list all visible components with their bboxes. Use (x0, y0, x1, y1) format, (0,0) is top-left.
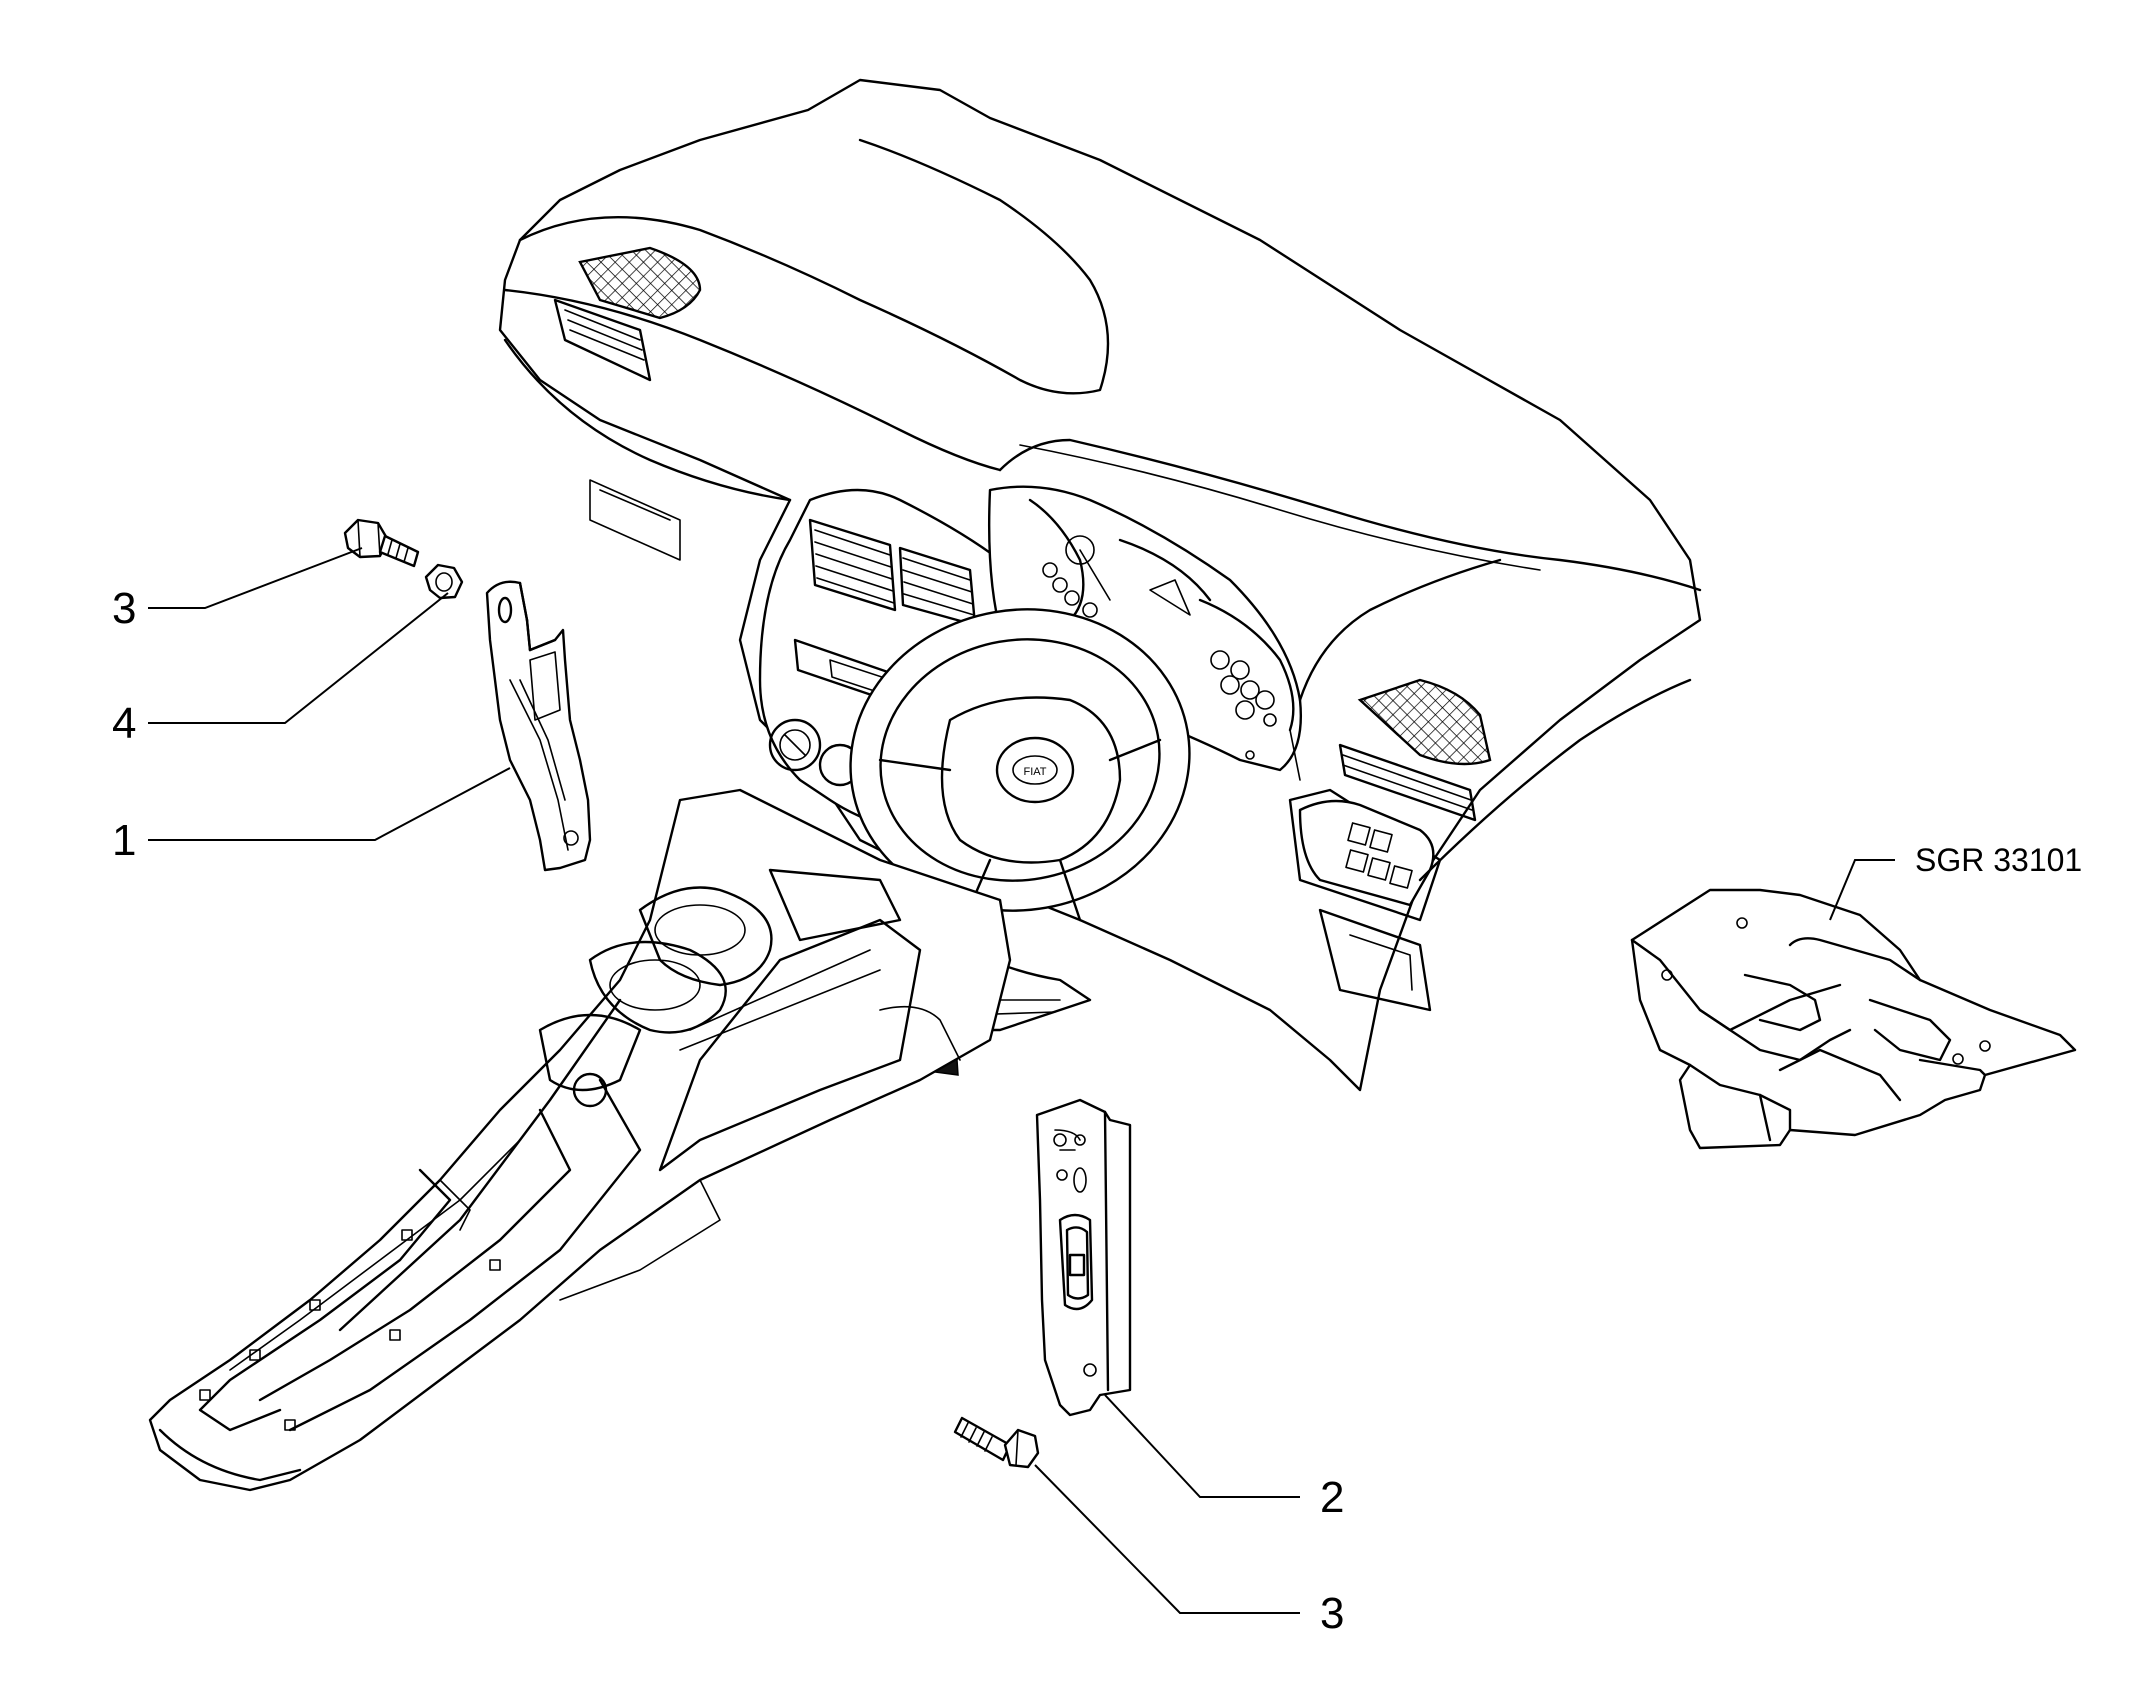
callout-2: 2 (1320, 1473, 1344, 1522)
leader-3-upper (148, 547, 363, 609)
part-1-bracket (485, 580, 592, 872)
dashboard-assembly: FIAT (498, 78, 1702, 1092)
leader-1 (148, 767, 511, 841)
callout-3-lower: 3 (1320, 1589, 1344, 1638)
reference-plate (1630, 888, 2077, 1150)
leader-3-lower (1034, 1464, 1300, 1614)
callout-1: 1 (112, 816, 136, 865)
leader-4 (148, 592, 449, 724)
callout-4: 4 (112, 699, 136, 748)
leader-lines (148, 547, 1895, 1614)
part-3-bolt-upper (343, 518, 420, 568)
center-console (148, 788, 1012, 1492)
part-4-nut (424, 563, 464, 600)
leader-sgr (1829, 859, 1895, 921)
callout-3-upper: 3 (112, 584, 136, 633)
leader-2 (1104, 1394, 1300, 1498)
reference-code: SGR 33101 (1915, 842, 2082, 878)
part-3-bolt-lower (953, 1416, 1040, 1469)
steering-badge: FIAT (1023, 766, 1046, 778)
part-2-bracket (1035, 1098, 1132, 1417)
